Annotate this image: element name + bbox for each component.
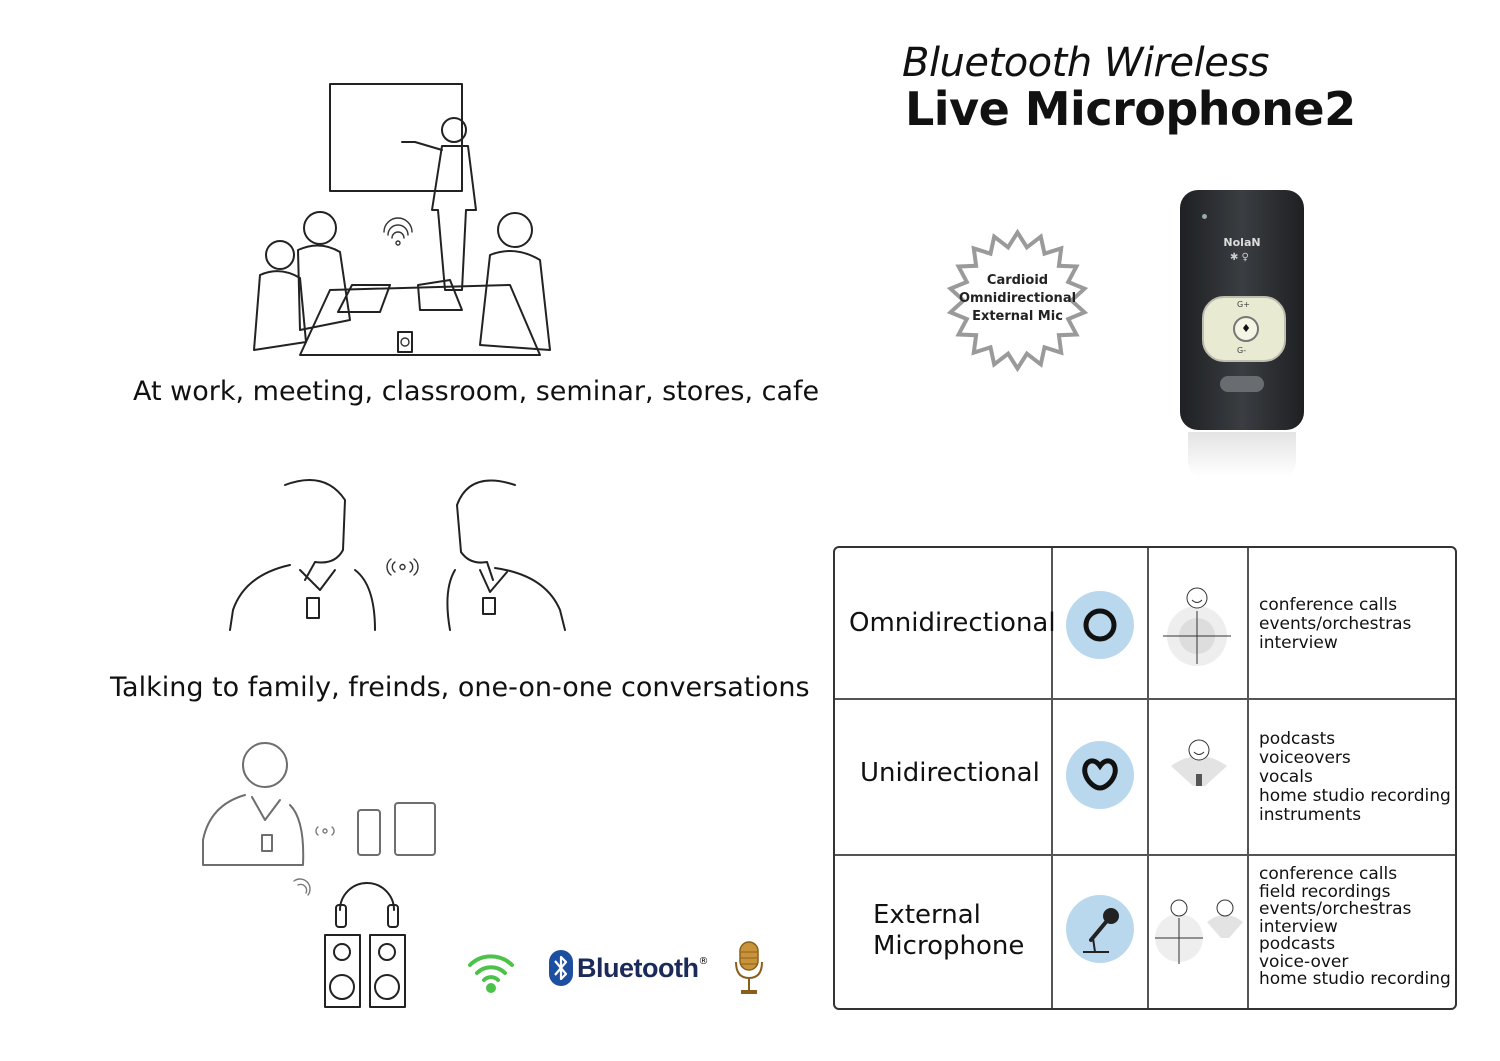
- meeting-illustration: [253, 83, 551, 356]
- cardioid-pattern-icon: [1066, 741, 1134, 809]
- row-label-omni: Omnidirectional: [849, 608, 1056, 638]
- use-item: instruments: [1259, 805, 1362, 825]
- caption-talk: Talking to family, freinds, one-on-one c…: [110, 672, 810, 703]
- use-item: events/orchestras: [1259, 899, 1412, 919]
- uni-use-list: podcasts voiceovers vocals home studio r…: [1259, 730, 1451, 825]
- polar-pattern-table: Omnidirectional conference calls events/…: [833, 546, 1457, 1010]
- external-mic-icon: [1066, 895, 1134, 963]
- use-item: field recordings: [1259, 881, 1391, 902]
- external-pickup-diagram-icon: [1155, 899, 1243, 964]
- bluetooth-icon: [549, 950, 573, 986]
- caption-work: At work, meeting, classroom, seminar, st…: [133, 376, 820, 407]
- use-item: podcasts: [1259, 729, 1336, 749]
- use-item: home studio recording: [1259, 969, 1451, 989]
- bluetooth-logo: Bluetooth ®: [549, 950, 708, 986]
- external-use-list: conference calls field recordings events…: [1259, 864, 1451, 989]
- device-slot: [1220, 376, 1264, 392]
- uni-pickup-diagram-icon: [1171, 739, 1227, 786]
- use-item: conference calls: [1259, 595, 1398, 615]
- use-item: interview: [1259, 916, 1338, 937]
- use-item: events/orchestras: [1259, 614, 1412, 634]
- badge-line-external: External Mic: [972, 309, 1063, 324]
- gain-up-label: G+: [1237, 300, 1250, 309]
- row-label-external-line1: External: [873, 900, 981, 930]
- use-item: conference calls: [1259, 864, 1398, 884]
- device-status-icons: ✱ ♀: [1230, 252, 1249, 263]
- use-item: voiceovers: [1259, 748, 1351, 768]
- omni-use-list: conference calls events/orchestras inter…: [1259, 596, 1411, 653]
- badge-line-cardioid: Cardioid: [986, 273, 1049, 288]
- device-reflection: [1188, 432, 1296, 477]
- omni-pattern-icon: [1066, 591, 1134, 659]
- title-line2: Live Microphone2: [905, 82, 1356, 136]
- registered-mark: ®: [698, 956, 709, 967]
- device-control-pad: G+ G- ♦: [1202, 296, 1286, 362]
- use-item: home studio recording: [1259, 786, 1451, 806]
- row-label-external: External Microphone: [873, 900, 1024, 962]
- table-row-unidirectional: Unidirectional podcasts voiceovers vocal…: [835, 700, 1455, 854]
- device-brand: NolaN: [1223, 236, 1261, 249]
- devices-illustration: [202, 742, 436, 1008]
- conversation-illustration: [229, 479, 566, 631]
- row-label-uni: Unidirectional: [860, 758, 1040, 788]
- wifi-icon: [468, 954, 514, 993]
- mic-button-icon: ♦: [1233, 316, 1259, 342]
- use-item: voice-over: [1259, 951, 1349, 972]
- omni-pickup-diagram-icon: [1163, 587, 1231, 666]
- title-line1: Bluetooth Wireless: [902, 40, 1270, 86]
- table-row-external-mic: External Microphone conference calls fie…: [835, 856, 1455, 1008]
- bluetooth-wordmark: Bluetooth: [577, 952, 699, 983]
- table-row-omnidirectional: Omnidirectional conference calls events/…: [835, 548, 1455, 698]
- badge-line-omni: Omnidirectional: [958, 291, 1077, 306]
- device-led: [1202, 214, 1207, 219]
- use-item: vocals: [1259, 767, 1313, 787]
- use-item: podcasts: [1259, 934, 1336, 954]
- feature-starburst-badge: [946, 228, 1089, 373]
- use-item: interview: [1259, 633, 1338, 653]
- badge-text: Cardioid Omnidirectional External Mic: [945, 272, 1090, 326]
- podcast-mic-icon: [735, 941, 763, 994]
- microphone-device: NolaN ✱ ♀ G+ G- ♦: [1180, 190, 1304, 430]
- gain-down-label: G-: [1237, 346, 1247, 355]
- row-label-external-line2: Microphone: [873, 931, 1025, 961]
